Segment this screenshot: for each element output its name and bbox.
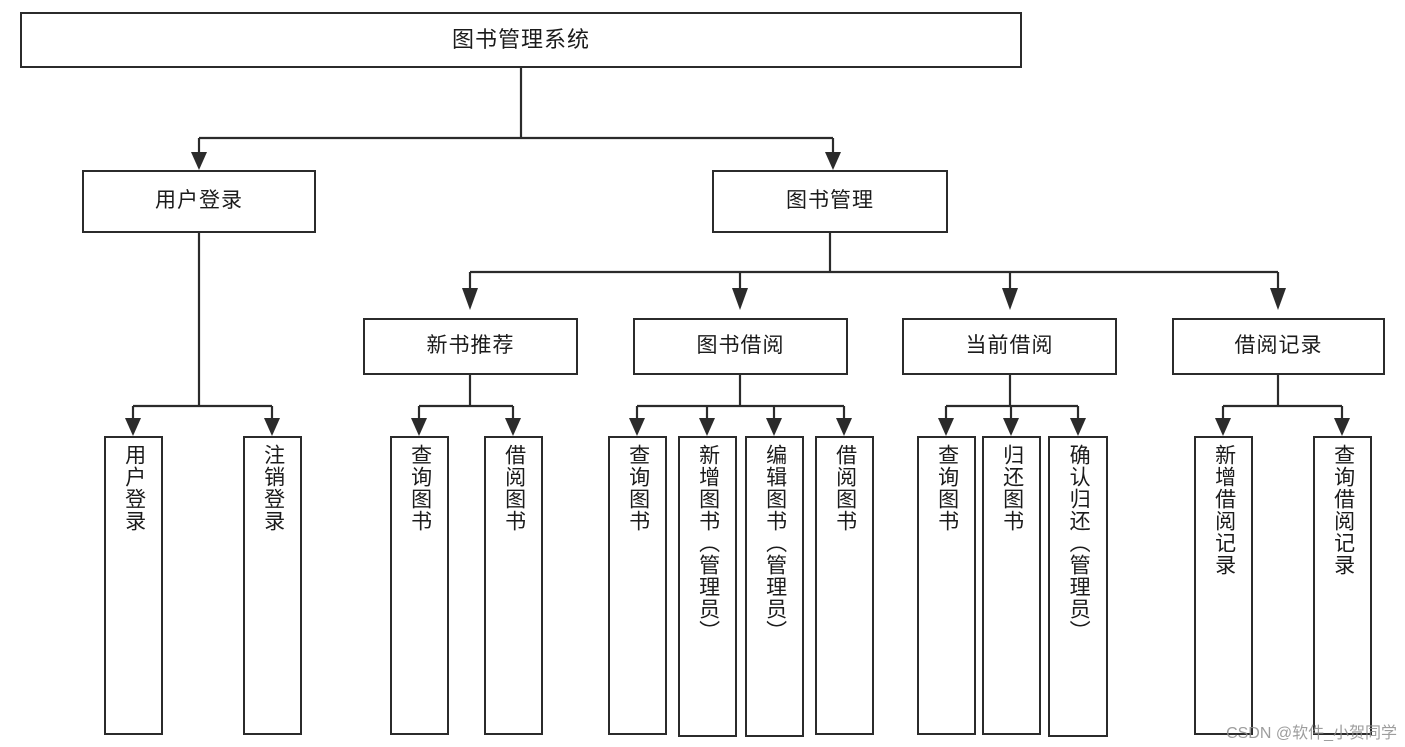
node-label: 查询借阅记录 — [1331, 444, 1355, 576]
node-label: 当前借阅 — [965, 334, 1054, 358]
node-label: 新增图书（管理员） — [696, 444, 720, 642]
node-label: 确认归还（管理员） — [1067, 444, 1091, 642]
leaf-query-book-3[interactable]: 查询图书 — [917, 436, 976, 735]
node-book-management[interactable]: 图书管理 — [712, 170, 948, 233]
leaf-query-book-2[interactable]: 查询图书 — [608, 436, 667, 735]
node-label: 用户登录 — [155, 189, 243, 213]
node-label: 借阅图书 — [833, 444, 857, 532]
node-label: 图书管理系统 — [451, 27, 590, 53]
node-label: 借阅记录 — [1234, 334, 1323, 358]
node-label: 查询图书 — [935, 444, 959, 532]
leaf-borrow-book-2[interactable]: 借阅图书 — [815, 436, 874, 735]
node-label: 新增借阅记录 — [1212, 444, 1236, 576]
node-current-borrow[interactable]: 当前借阅 — [902, 318, 1117, 375]
leaf-query-book-1[interactable]: 查询图书 — [390, 436, 449, 735]
node-label: 借阅图书 — [502, 444, 526, 532]
node-borrow-record[interactable]: 借阅记录 — [1172, 318, 1385, 375]
leaf-confirm-return-admin[interactable]: 确认归还（管理员） — [1048, 436, 1108, 737]
leaf-edit-book-admin[interactable]: 编辑图书（管理员） — [745, 436, 804, 737]
leaf-borrow-book-1[interactable]: 借阅图书 — [484, 436, 543, 735]
leaf-query-borrow-record[interactable]: 查询借阅记录 — [1313, 436, 1372, 735]
node-book-borrow[interactable]: 图书借阅 — [633, 318, 848, 375]
node-label: 查询图书 — [626, 444, 650, 532]
leaf-logout[interactable]: 注销登录 — [243, 436, 302, 735]
watermark-text: CSDN @软件_小贺同学 — [1226, 725, 1397, 742]
node-new-book-recommend[interactable]: 新书推荐 — [363, 318, 578, 375]
leaf-add-book-admin[interactable]: 新增图书（管理员） — [678, 436, 737, 737]
leaf-add-borrow-record[interactable]: 新增借阅记录 — [1194, 436, 1253, 735]
node-user-login[interactable]: 用户登录 — [82, 170, 316, 233]
node-root-system[interactable]: 图书管理系统 — [20, 12, 1022, 68]
node-label: 用户登录 — [122, 444, 146, 532]
node-label: 编辑图书（管理员） — [763, 444, 787, 642]
node-label: 新书推荐 — [426, 334, 515, 358]
node-label: 图书借阅 — [696, 334, 785, 358]
leaf-user-login[interactable]: 用户登录 — [104, 436, 163, 735]
node-label: 图书管理 — [786, 189, 874, 213]
node-label: 注销登录 — [261, 444, 285, 532]
node-label: 查询图书 — [408, 444, 432, 532]
leaf-return-book[interactable]: 归还图书 — [982, 436, 1041, 735]
node-label: 归还图书 — [1000, 444, 1024, 532]
